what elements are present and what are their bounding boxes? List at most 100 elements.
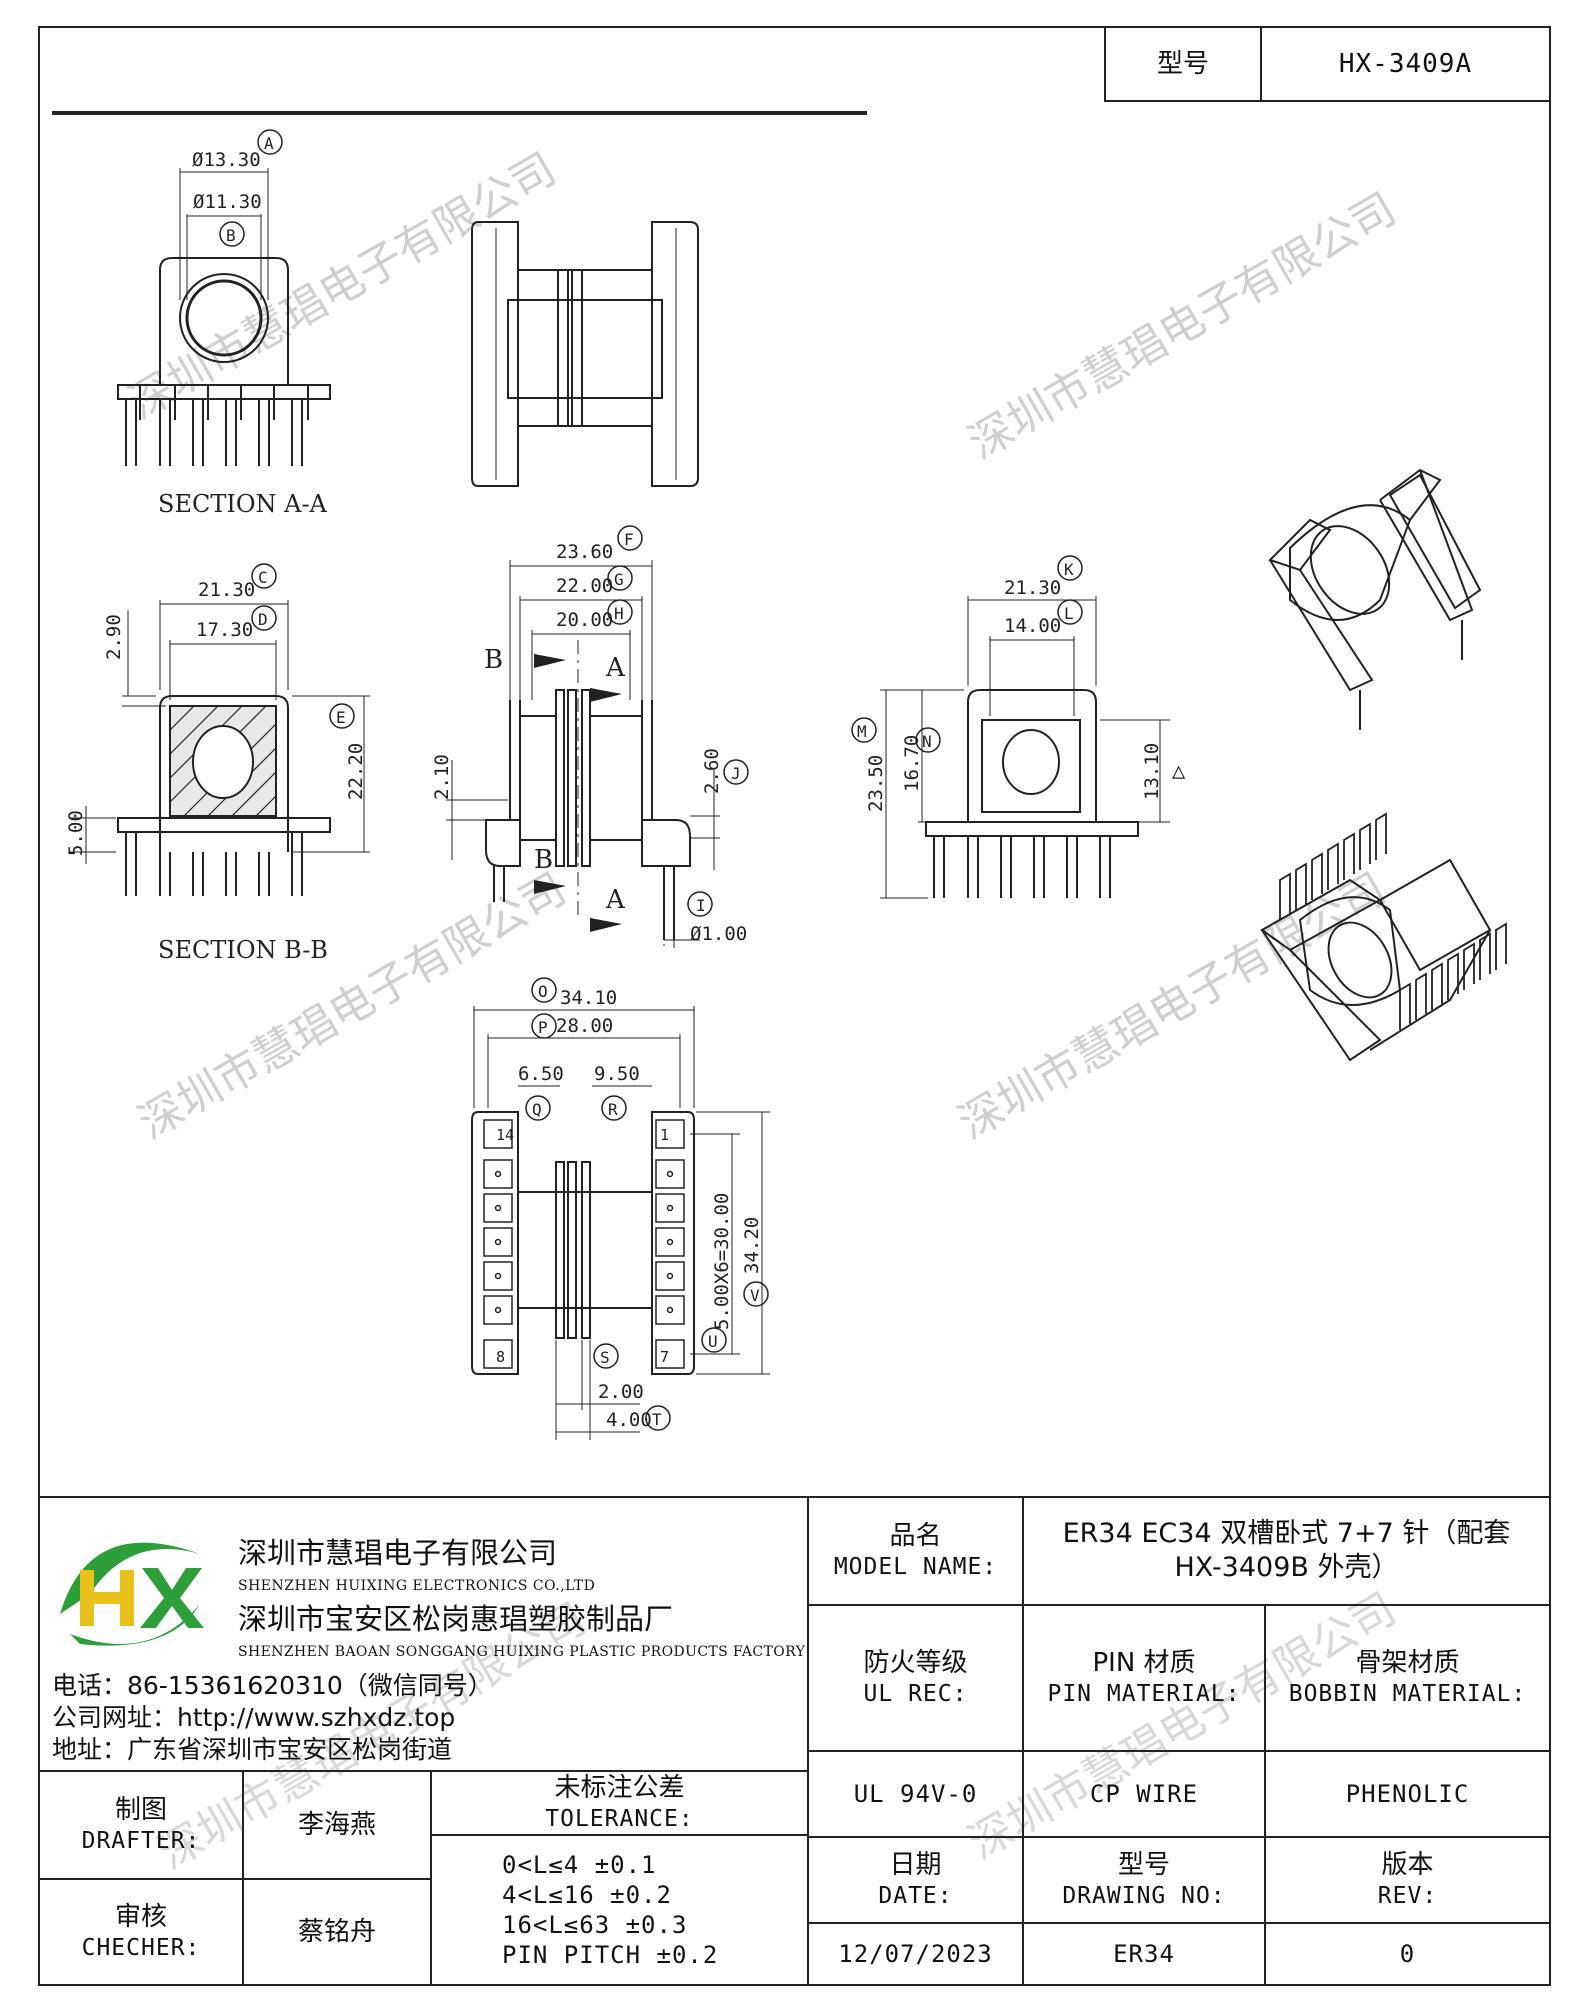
bobbin-material-label-en: BOBBIN MATERIAL: <box>1288 1680 1527 1707</box>
bobbin-material-value: PHENOLIC <box>1345 1780 1470 1808</box>
dim-value: 20.00 <box>556 609 613 631</box>
ul-label-cell: 防火等级 UL REC: <box>807 1604 1024 1752</box>
dim-value: 5.00 <box>65 810 87 856</box>
section-aa-view: Ø13.30 A Ø11.30 B SECTION A-A <box>117 129 331 518</box>
model-name-label-cell: 品名 MODEL NAME: <box>807 1496 1024 1606</box>
dim-value: 9.50 <box>594 1063 640 1085</box>
dim-tag: J <box>731 764 741 783</box>
dim-value: 22.00 <box>556 575 613 597</box>
date-value-cell: 12/07/2023 <box>807 1922 1024 1986</box>
date-label-cell: 日期 DATE: <box>807 1836 1024 1924</box>
section-bb-view: 21.30 C 17.30 D 2.90 22.20 E 5.00 SECTIO… <box>65 563 370 964</box>
tolerance-values-cell: 0<L≤4 ±0.1 4<L≤16 ±0.2 16<L≤63 ±0.3 PIN … <box>430 1834 809 1986</box>
drafter-value: 李海燕 <box>297 1809 376 1840</box>
company-website: 公司网址：http://www.szhxdz.top <box>52 1703 456 1732</box>
dim-value: 2.10 <box>431 754 453 800</box>
side-view: 21.30 K 14.00 L 23.50 M 16.70 N 13.10 △ <box>851 555 1186 899</box>
dim-tag: G <box>614 570 624 589</box>
dim-value: 22.20 <box>345 743 367 800</box>
date-label-cn: 日期 <box>889 1850 942 1881</box>
dim-tag: F <box>624 530 634 549</box>
dim-tag: A <box>264 134 274 153</box>
model-name-label-en: MODEL NAME: <box>833 1553 998 1580</box>
pin-material-label-cn: PIN 材质 <box>1092 1648 1196 1679</box>
ul-value-cell: UL 94V-0 <box>807 1750 1024 1838</box>
company-address: 地址：广东省深圳市宝安区松岗街道 <box>52 1735 453 1764</box>
drafter-label-cn: 制图 <box>114 1795 167 1826</box>
drafter-label-en: DRAFTER: <box>81 1827 201 1854</box>
checker-label-cell: 审核 CHECHER: <box>38 1878 244 1986</box>
ul-label-en: UL REC: <box>863 1680 968 1707</box>
drawing-no-value-cell: ER34 <box>1022 1922 1266 1986</box>
isometric-view-top <box>1268 468 1482 730</box>
dim-tag: K <box>1064 560 1074 579</box>
section-letter: B <box>484 645 503 675</box>
dim-value: 23.60 <box>556 541 613 563</box>
tolerance-line: 4<L≤16 ±0.2 <box>502 1881 672 1909</box>
dim-tag: Q <box>532 1100 542 1119</box>
company-phone: 电话：86-15361620310（微信同号） <box>52 1671 493 1700</box>
dim-tag: N <box>922 732 932 751</box>
logo-letters: HX <box>50 1524 52 1525</box>
dim-value: 34.20 <box>741 1217 763 1274</box>
dim-value: 13.10 <box>1141 743 1163 800</box>
header-model-label: 型号 <box>1156 48 1209 79</box>
dim-value: 16.70 <box>901 735 923 792</box>
model-name-line2: HX-3409B 外壳） <box>1174 1552 1399 1583</box>
drafter-label-cell: 制图 DRAFTER: <box>38 1770 244 1880</box>
dim-tag: I <box>696 896 706 915</box>
side-view-pins <box>933 836 1111 898</box>
dim-tag: L <box>1064 604 1074 623</box>
dim-value: 21.30 <box>1004 577 1061 599</box>
date-value: 12/07/2023 <box>838 1940 993 1968</box>
dim-tag: P <box>538 1018 548 1037</box>
isometric-view-bottom <box>1260 812 1507 1062</box>
dim-value: 2.60 <box>701 748 723 794</box>
dim-tag: R <box>608 1100 618 1119</box>
ul-label-cn: 防火等级 <box>863 1648 968 1679</box>
rev-value-cell: 0 <box>1264 1922 1551 1986</box>
section-aa-pins <box>125 385 309 466</box>
section-bb-title: SECTION B-B <box>158 936 328 964</box>
dim-tag: T <box>652 1410 662 1429</box>
pin-label: 8 <box>496 1348 505 1366</box>
section-letter: A <box>605 885 626 915</box>
header-model-value: HX-3409A <box>1338 48 1473 79</box>
header-rule <box>52 111 867 115</box>
rev-label-cn: 版本 <box>1381 1850 1434 1881</box>
pin-label: 7 <box>660 1348 669 1366</box>
dim-tag: O <box>538 982 548 1001</box>
tolerance-label-cn: 未标注公差 <box>554 1773 685 1804</box>
dim-tag: B <box>226 226 236 245</box>
pin-material-label-cell: PIN 材质 PIN MATERIAL: <box>1022 1604 1266 1752</box>
bobbin-material-value-cell: PHENOLIC <box>1264 1750 1551 1838</box>
rev-label-cell: 版本 REV: <box>1264 1836 1551 1924</box>
ul-value: UL 94V-0 <box>853 1780 978 1808</box>
model-name-label-cn: 品名 <box>889 1521 942 1552</box>
section-aa-title: SECTION A-A <box>158 490 328 518</box>
section-bb-pins <box>125 832 303 896</box>
dim-value: 6.50 <box>518 1063 564 1085</box>
checker-value-cell: 蔡铭舟 <box>242 1878 432 1986</box>
dim-value: 34.10 <box>560 987 617 1009</box>
date-label-en: DATE: <box>878 1882 953 1909</box>
section-letter: B <box>534 845 553 875</box>
dim-tag: C <box>258 568 268 587</box>
company-name-cn: 深圳市慧琩电子有限公司 <box>238 1536 558 1570</box>
tolerance-line: 0<L≤4 ±0.1 <box>502 1851 657 1879</box>
model-name-value-cell: ER34 EC34 双槽卧式 7+7 针（配套 HX-3409B 外壳） <box>1022 1496 1551 1606</box>
section-letter: A <box>605 653 626 683</box>
bottom-view: 34.10 O 28.00 P 6.50 Q 9.50 R <box>471 977 770 1440</box>
bobbin-material-label-cell: 骨架材质 BOBBIN MATERIAL: <box>1264 1604 1551 1752</box>
pin-material-value-cell: CP WIRE <box>1022 1750 1266 1838</box>
dim-value: 21.30 <box>198 579 255 601</box>
dim-value: 17.30 <box>196 619 253 641</box>
dim-tag: E <box>336 708 346 727</box>
end-view-top <box>471 221 699 487</box>
checker-label-en: CHECHER: <box>81 1934 201 1961</box>
dim-tag: U <box>708 1332 718 1351</box>
rev-value: 0 <box>1399 1940 1416 1968</box>
